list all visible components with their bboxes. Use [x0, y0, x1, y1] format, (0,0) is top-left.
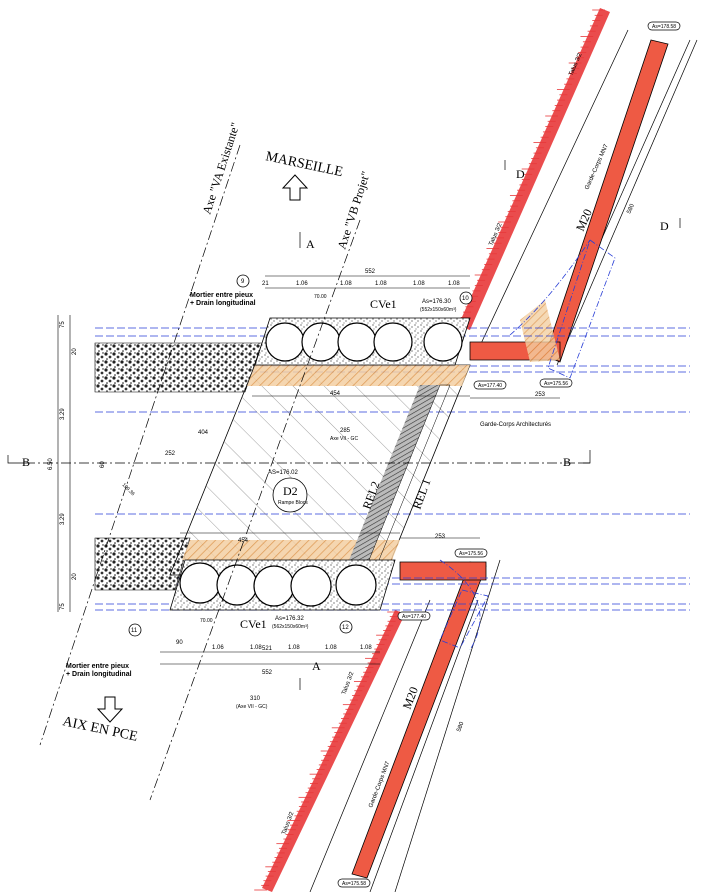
- dim-108h: 1.08: [360, 645, 372, 651]
- dim-108c: 1.08: [413, 281, 425, 287]
- niv-far-top: As=178.58: [652, 24, 676, 30]
- dim-70a: 70.00: [314, 294, 327, 300]
- dim-20b: 20: [72, 573, 78, 580]
- dim-21: 21: [262, 281, 269, 287]
- dim-521: 521: [262, 646, 273, 652]
- dim-253: 253: [535, 392, 546, 398]
- north-arrow-icon: [281, 174, 309, 201]
- beam-top: [469, 39, 669, 363]
- label-garde-corps: Garde-Corps Architecturés: [480, 422, 551, 428]
- dim-252: 252: [165, 451, 176, 457]
- dim-329a: 3.29: [60, 408, 66, 420]
- bubble-9: 9: [241, 279, 245, 285]
- dim-552-top: 552: [365, 269, 376, 275]
- bubble-11: 11: [131, 628, 138, 634]
- niv-mid-right: As=177.40: [478, 383, 502, 389]
- label-drain-top: + Drain longitudinal: [190, 300, 256, 307]
- gravel-bands: [94, 342, 263, 591]
- d2-marker: [272, 477, 308, 513]
- talus-comb-bottom: [254, 610, 405, 892]
- section-markers: [7, 160, 681, 690]
- niv-bot-right: As=177.40: [402, 614, 426, 620]
- niv-far-bot: As=175.58: [342, 881, 366, 887]
- dim-285: 285: [340, 428, 351, 434]
- label-axe-vii: Axe VII - GC: [330, 436, 358, 442]
- dim-108b: 1.08: [375, 281, 387, 287]
- dimension-lines: [57, 275, 560, 665]
- dim-70b: 70.00: [200, 618, 213, 624]
- bubble-12: 12: [342, 625, 349, 631]
- dim-20a: 20: [72, 348, 78, 355]
- alt-top: As=176.30: [422, 299, 452, 305]
- dim-580b: 580: [456, 721, 465, 733]
- dim-552-bottom: 552: [262, 670, 273, 676]
- label-b-right: B: [563, 455, 571, 469]
- alt-bot: As=176.32: [275, 616, 305, 622]
- label-a-bottom: A: [312, 659, 321, 673]
- label-as: AS=176.02: [268, 470, 299, 476]
- dim-108g: 1.08: [325, 645, 337, 651]
- dim-329b: 3.29: [60, 513, 66, 525]
- label-a-top: A: [306, 237, 315, 251]
- dim-454: 454: [330, 391, 341, 397]
- wall-lines-top: [477, 29, 698, 366]
- wall-lines-bottom: [309, 559, 501, 892]
- level-badges: [337, 21, 681, 888]
- central-slab: [169, 364, 471, 576]
- number-bubbles: [128, 274, 473, 637]
- label-b-left: B: [22, 455, 30, 469]
- niv-bot2: As=175.56: [459, 551, 483, 557]
- alt-top-sub: (552x150x60m³): [420, 307, 457, 313]
- label-axe-vb: Axe "VB Projet": [335, 169, 373, 251]
- label-d2: D2: [283, 484, 298, 498]
- pile-row-bottom: [169, 559, 396, 611]
- label-mortier-bottom: Mortier entre pieux: [66, 663, 129, 670]
- label-marseille: MARSEILLE: [264, 149, 344, 180]
- dim-106b: 1.06: [212, 645, 224, 651]
- label-d-right: D: [660, 219, 669, 233]
- dim-310-sub: (Axe VII - GC): [236, 704, 268, 710]
- south-arrow-icon: [96, 696, 124, 723]
- bubble-10: 10: [462, 296, 469, 302]
- alt-bot-sub: (562x150x60m³): [272, 624, 309, 630]
- pile-row-top: [254, 317, 471, 366]
- dim-310: 310: [250, 696, 261, 702]
- dim-90: 90: [176, 640, 183, 646]
- blue-outlines: [439, 239, 616, 651]
- dim-60: 60: [100, 461, 106, 468]
- dim-108f: 1.08: [288, 645, 300, 651]
- dim-454b: 454: [238, 538, 249, 544]
- dim-108e: 1.08: [250, 645, 262, 651]
- label-talus-bottom: Talus 3/2: [341, 671, 355, 696]
- beam-bottom: [351, 561, 487, 879]
- dim-75b: 75: [60, 603, 66, 610]
- label-cvel-bottom: CVe1: [240, 617, 267, 631]
- dim-404: 404: [198, 430, 209, 436]
- label-aix: AIX EN PCE: [61, 714, 139, 745]
- dim-108a: 1.08: [340, 281, 352, 287]
- label-mortier-top: Mortier entre pieux: [190, 292, 253, 299]
- dim-580a: 580: [626, 203, 636, 215]
- dim-650: 6.50: [48, 458, 54, 470]
- label-drain-bottom: + Drain longitudinal: [66, 671, 132, 678]
- dim-253b: 253: [435, 534, 446, 540]
- dim-106a: 1.06: [296, 281, 308, 287]
- dim-75a: 75: [60, 321, 66, 328]
- axis-lines: [25, 144, 590, 801]
- dim-108d: 1.08: [448, 281, 460, 287]
- dim-109: 109.36: [121, 482, 136, 497]
- label-cvel-top: CVe1: [370, 297, 397, 311]
- niv-top-right: As=175.56: [544, 381, 568, 387]
- label-d-top: D: [516, 167, 525, 181]
- label-d2-sub: Rampe Blocs: [278, 500, 308, 506]
